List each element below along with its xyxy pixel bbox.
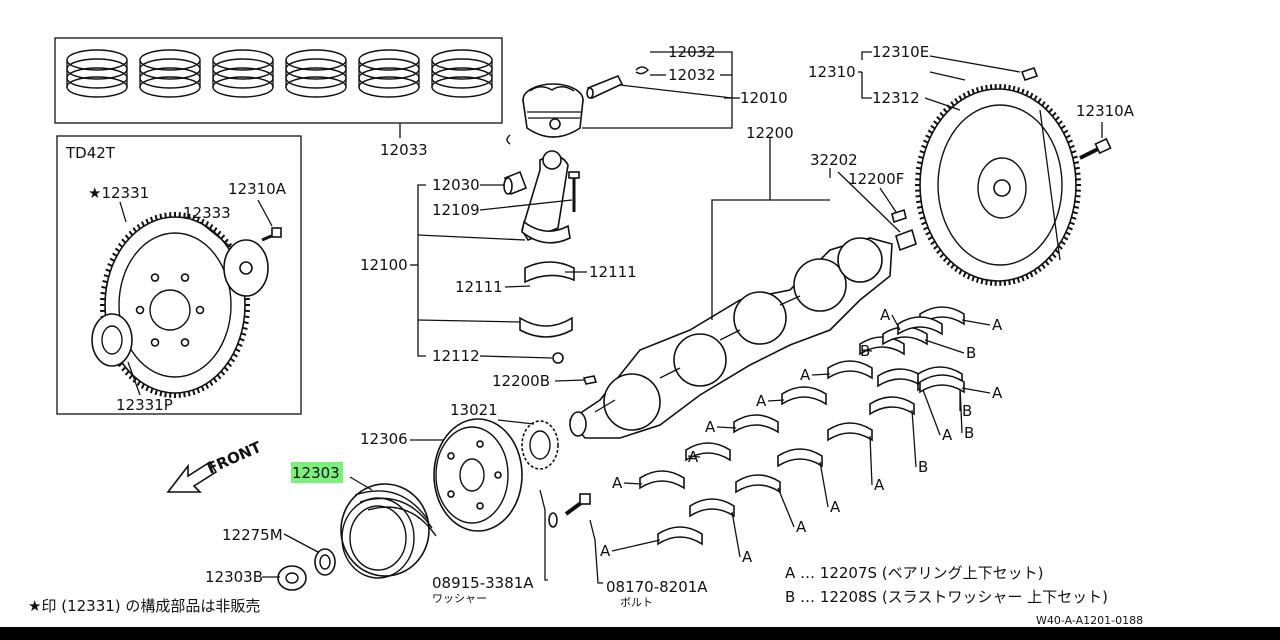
label-12030: 12030 — [432, 176, 480, 194]
front-label: FRONT — [204, 438, 264, 478]
label-12306: 12306 — [360, 430, 408, 448]
bearing-letter: B — [966, 344, 976, 362]
label-12303[interactable]: 12303 — [292, 464, 340, 482]
label-box-12310A: 12310A — [228, 180, 287, 198]
bearing-letter: A — [742, 548, 753, 566]
label-08170-8201A: 08170-8201A — [606, 578, 708, 596]
label-12200: 12200 — [746, 124, 794, 142]
piston-ring-set — [212, 49, 274, 98]
bearing-letter: B — [964, 424, 974, 442]
bearing-shell: A — [600, 526, 703, 560]
label-box-12331: ★12331 — [88, 184, 149, 202]
flywheel-group: 12310E 12310 12312 12310A — [808, 43, 1135, 286]
crankshaft-group: 12200 32202 12200F 12200B — [492, 124, 917, 439]
label-12111-b: 12111 — [589, 263, 637, 281]
label-12112: 12112 — [432, 347, 480, 365]
piston-group: 12032 12032 12010 — [506, 43, 788, 145]
bottom-bar — [0, 627, 1280, 640]
bearing-letter: A — [688, 448, 699, 466]
bearing-letter: A — [874, 476, 885, 494]
bearing-shell: A — [777, 448, 841, 516]
legend-group: A … 12207S (ベアリング上下セット) B … 12208S (スラスト… — [28, 564, 1143, 627]
bearing-shell: B — [869, 396, 928, 476]
piston-ring-set — [285, 49, 347, 98]
bearing-letter: A — [992, 384, 1003, 402]
label-12010: 12010 — [740, 89, 788, 107]
variant-box-title: TD42T — [65, 144, 116, 162]
bearing-letter: A — [800, 366, 811, 384]
bearing-letter: B — [860, 342, 870, 360]
bearing-letter: A — [942, 426, 953, 444]
bearing-shell: A — [689, 498, 753, 566]
bearing-letter: B — [918, 458, 928, 476]
bearing-letter: A — [830, 498, 841, 516]
non-sale-note: ★印 (12331) の構成部品は非販売 — [28, 597, 260, 615]
label-12109: 12109 — [432, 201, 480, 219]
bearing-letter: A — [756, 392, 767, 410]
label-12312: 12312 — [872, 89, 920, 107]
label-box-12333: 12333 — [183, 204, 231, 222]
bearing-letter: B — [962, 402, 972, 420]
label-12200F: 12200F — [848, 170, 904, 188]
label-13021: 13021 — [450, 401, 498, 419]
bearing-letter: A — [880, 306, 891, 324]
label-12310: 12310 — [808, 63, 856, 81]
bearing-letter: A — [612, 474, 623, 492]
bearing-shell: B — [859, 336, 905, 360]
label-12111-a: 12111 — [455, 278, 503, 296]
bearing-shell: A — [735, 474, 807, 536]
bearing-letter: A — [600, 542, 611, 560]
label-12200B: 12200B — [492, 372, 550, 390]
label-12310E: 12310E — [872, 43, 929, 61]
front-arrow: FRONT — [166, 438, 265, 493]
label-12303B: 12303B — [205, 568, 263, 586]
bearing-letter: A — [992, 316, 1003, 334]
connecting-rod-group: 12030 12109 12100 12111 12111 12112 — [360, 150, 637, 365]
td42t-variant-box: TD42T ★12331 12310A 12333 12331P — [56, 135, 302, 415]
label-12032-b: 12032 — [668, 66, 716, 84]
bearing-letter: A — [796, 518, 807, 536]
label-bolt-jp: ボルト — [620, 596, 653, 609]
bearing-shell: A — [919, 374, 1003, 402]
front-pulley-group: 13021 12306 12303 12275M 12303B 08915-33… — [205, 401, 708, 609]
bearing-shell: A — [685, 442, 731, 466]
label-12033: 12033 — [380, 141, 428, 159]
piston-ring-set — [431, 49, 493, 98]
legend-line-b: B … 12208S (スラストワッシャー 上下セット) — [785, 588, 1108, 606]
piston-rings-group: 12033 — [54, 37, 503, 159]
piston-ring-set — [358, 49, 420, 98]
legend-line-a: A … 12207S (ベアリング上下セット) — [785, 564, 1044, 582]
bearing-shell: A — [612, 470, 685, 492]
label-12032-a: 12032 — [668, 43, 716, 61]
diagram-code: W40-A-A1201-0188 — [1036, 614, 1143, 627]
label-08915-3381A: 08915-3381A — [432, 574, 534, 592]
label-washer-jp: ワッシャー — [432, 592, 487, 605]
piston-ring-set — [66, 49, 128, 98]
bearing-shell: A — [756, 386, 827, 410]
bearing-letter: A — [705, 418, 716, 436]
label-32202: 32202 — [810, 151, 858, 169]
label-12310A: 12310A — [1076, 102, 1135, 120]
label-box-12331P: 12331P — [116, 396, 173, 414]
label-12275M: 12275M — [222, 526, 283, 544]
highlight-12303[interactable] — [291, 462, 343, 483]
bearing-shell: A — [800, 360, 873, 384]
label-12100: 12100 — [360, 256, 408, 274]
bearing-shell: A — [880, 306, 943, 336]
piston-ring-set — [139, 49, 201, 98]
bearing-shell: A — [705, 414, 779, 436]
bearing-shell: A — [827, 422, 885, 494]
